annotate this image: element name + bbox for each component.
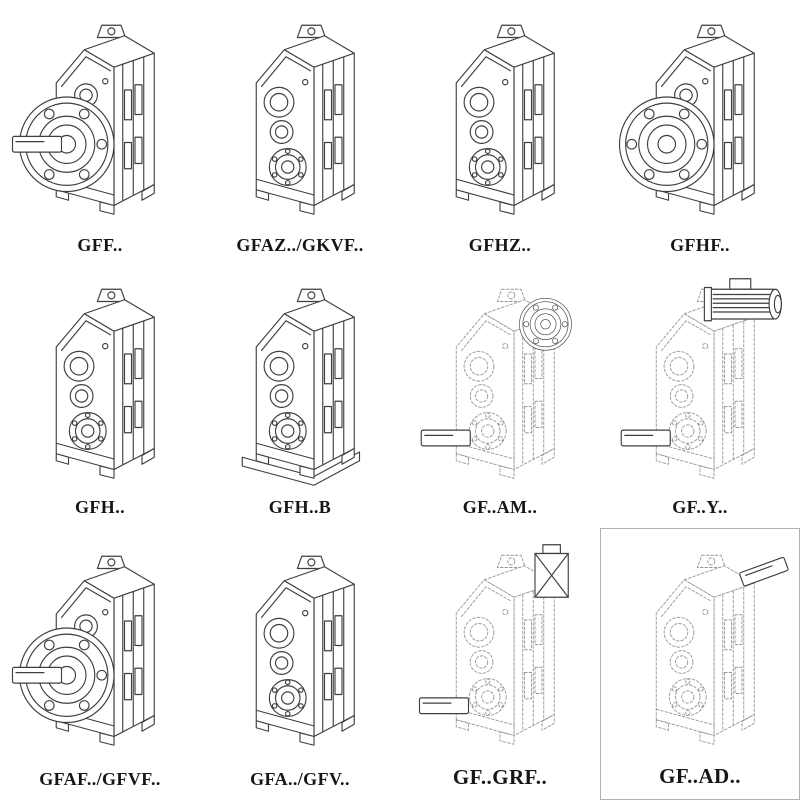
gearbox-drawing-gfhf: [600, 0, 800, 236]
bearing-rings: [468, 677, 507, 716]
input-adapter: [534, 543, 569, 598]
housing-outline: [255, 555, 355, 746]
gearbox-drawing-gfhz: [400, 0, 600, 236]
product-label-gfaf-gfvf: GFAF../GFVF..: [39, 769, 161, 789]
product-gfa-gfv: GFA../GFV..: [200, 528, 400, 800]
product-gfhz: GFHZ..: [400, 0, 600, 266]
product-gfaz-gkvf: GFAZ../GKVF..: [200, 0, 400, 266]
housing-outline: [255, 288, 355, 479]
gearbox-drawing-gfh-b: [200, 266, 400, 498]
product-label-gfhf: GFHF..: [670, 235, 730, 255]
bearing-rings: [668, 412, 707, 450]
product-label-gf-ad: GF..AD..: [659, 764, 741, 788]
bearing-rings: [268, 412, 307, 450]
product-label-gff: GFF..: [77, 235, 123, 255]
product-gf-y: GF..Y..: [600, 266, 800, 528]
product-label-gfh: GFH..: [75, 497, 125, 517]
input-shaft: [738, 555, 790, 587]
gearbox-drawing-gf-grf: [400, 528, 600, 767]
housing-outline: [255, 24, 355, 215]
output-flange: [618, 96, 715, 193]
gearbox-drawing-gfh: [0, 266, 200, 498]
product-gfh: GFH..: [0, 266, 200, 528]
motor-block: [703, 278, 782, 322]
product-gf-grf: GF..GRF..: [400, 528, 600, 800]
gearbox-drawing-gf-ad: [601, 529, 799, 766]
product-gfhf: GFHF..: [600, 0, 800, 266]
product-gf-ad: GF..AD..: [600, 528, 800, 800]
input-flange-adapter: [519, 297, 572, 351]
gearbox-drawing-gff: [0, 0, 200, 236]
product-label-gf-am: GF..AM..: [462, 497, 538, 517]
bearing-rings: [668, 677, 707, 716]
bearing-rings: [268, 148, 307, 186]
bearing-rings: [468, 148, 507, 186]
output-shaft: [11, 666, 63, 684]
gearbox-drawing-gf-y: [600, 266, 800, 498]
gearbox-drawing-gfaz-gkvf: [200, 0, 400, 236]
product-gff: GFF..: [0, 0, 200, 266]
product-gfh-b: GFH..B: [200, 266, 400, 528]
output-shaft: [620, 429, 671, 447]
product-label-gfaz-gkvf: GFAZ../GKVF..: [236, 235, 364, 255]
gearbox-drawing-gf-am: [400, 266, 600, 498]
product-gf-am: GF..AM..: [400, 266, 600, 528]
output-shaft: [418, 696, 470, 714]
product-gfaf-gfvf: GFAF../GFVF..: [0, 528, 200, 800]
bearing-rings: [268, 679, 307, 717]
housing-outline: [655, 554, 755, 745]
gearbox-drawing-gfaf-gfvf: [0, 528, 200, 770]
product-label-gfa-gfv: GFA../GFV..: [250, 769, 350, 789]
bearing-rings: [68, 412, 107, 450]
housing-outline: [455, 24, 555, 215]
output-shaft: [11, 135, 63, 153]
gearbox-drawing-gfa-gfv: [200, 528, 400, 770]
housing-outline: [55, 288, 155, 479]
product-label-gfhz: GFHZ..: [468, 235, 532, 255]
product-label-gfh-b: GFH..B: [268, 497, 332, 517]
bearing-rings: [468, 412, 507, 450]
product-label-gf-y: GF..Y..: [672, 497, 728, 517]
product-label-gf-grf: GF..GRF..: [452, 765, 548, 789]
output-shaft: [420, 429, 471, 447]
